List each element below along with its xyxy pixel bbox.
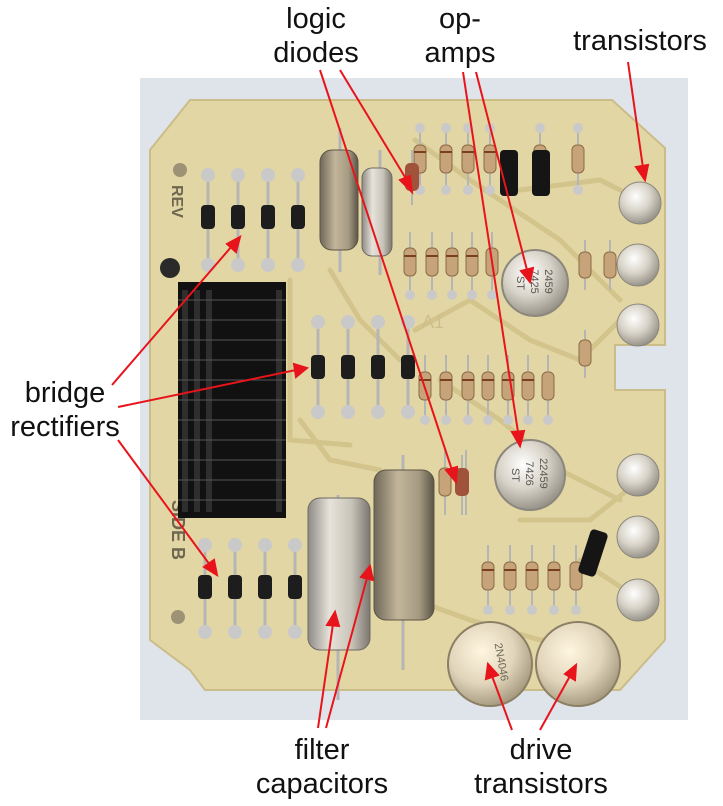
svg-text:2459 7425 ST: 2459 7425 ST [514,269,554,297]
label-bridge-rectifiers-line1: bridge [24,377,106,409]
label-op-amps-line2: amps [424,37,496,69]
op-amp-bottom-mfr: ST [509,468,521,482]
label-drive-transistors-line1: drive [509,734,573,766]
op-amp-bottom-code: 22459 [537,458,549,489]
power-diodes [500,150,608,577]
label-bridge-rectifiers-line2: rectifiers [10,411,120,443]
board-id-marking: A1 [422,312,444,332]
label-logic-diodes: logic diodes [256,2,376,70]
rev-marking: REV [168,185,185,218]
label-filter-capacitors-line2: capacitors [255,768,389,800]
op-amp-bottom-date: 7426 [523,461,535,485]
op-amp-bottom: 22459 7426 ST [494,439,566,511]
label-op-amps-line1: op- [439,3,481,35]
label-bridge-rectifiers: bridge rectifiers [0,376,130,444]
filter-capacitors [307,455,435,700]
drive-transistors: 2N4046 [447,621,621,707]
annotation-arrows [111,61,650,731]
label-filter-capacitors-line1: filter [294,734,350,766]
rectifier-diodes-top [201,168,305,272]
label-drive-transistors: drive transistors [456,733,626,801]
label-transistors-line1: transistors [573,25,707,57]
upper-capacitors [319,128,393,275]
svg-text:22459 7426 ST: 22459 7426 ST [509,458,549,492]
connector-block [178,282,286,518]
label-filter-capacitors: filter capacitors [240,733,404,801]
op-amp-top-mfr: ST [514,276,526,290]
op-amp-top: 2459 7425 ST [501,249,569,317]
op-amp-top-code: 2459 [542,269,554,293]
small-transistors [616,181,662,622]
label-logic-diodes-line2: diodes [273,37,359,69]
label-transistors: transistors [560,24,720,58]
label-logic-diodes-line1: logic [286,3,346,35]
label-op-amps: op- amps [410,2,510,70]
rectifier-diodes-bottom [198,538,302,639]
label-drive-transistors-line2: transistors [474,768,608,800]
